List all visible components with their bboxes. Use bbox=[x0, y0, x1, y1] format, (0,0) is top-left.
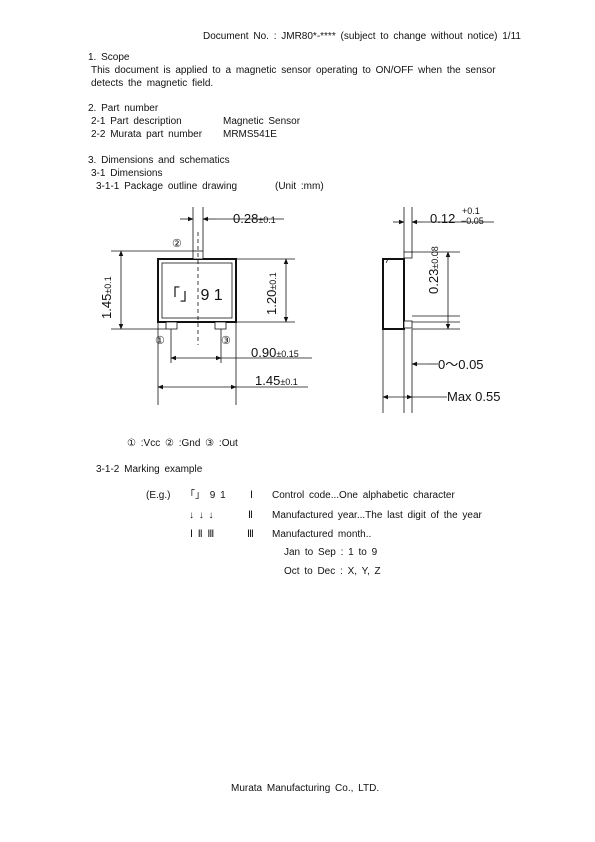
pin1-lead bbox=[165, 321, 178, 330]
pins-legend: ① :Vcc ② :Gnd ③ :Out bbox=[127, 438, 238, 449]
package-side-body bbox=[382, 258, 405, 330]
pin2-label: ② bbox=[172, 238, 182, 250]
marking-heading: 3-1-2 Marking example bbox=[96, 464, 203, 475]
dimensions-subheading: 3-1 Dimensions bbox=[91, 168, 163, 179]
dim-height-body: 1.20±0.1 bbox=[264, 272, 279, 315]
document-header: Document No. : JMR80*-**** (subject to c… bbox=[203, 31, 521, 42]
marking-romans: Ⅰ Ⅱ Ⅲ bbox=[190, 529, 215, 540]
dim-width: 1.45±0.1 bbox=[255, 373, 298, 388]
dimensions-heading: 3. Dimensions and schematics bbox=[88, 155, 230, 166]
unit-label: (Unit :mm) bbox=[275, 181, 324, 192]
marking-eg-label: (E.g.) bbox=[146, 490, 171, 501]
marking-item-text-2: Manufactured year...The last digit of th… bbox=[272, 510, 482, 521]
dim-lead-tol-plus: +0.1 bbox=[462, 206, 480, 216]
marking-item-num-3: Ⅲ bbox=[247, 529, 254, 540]
dim-pitch: 0.90±0.15 bbox=[251, 345, 299, 360]
package-marking: 「」 9 1 bbox=[164, 286, 223, 304]
scope-heading: 1. Scope bbox=[88, 52, 130, 63]
side-lead-bottom bbox=[403, 320, 413, 329]
dim-max-height: Max 0.55 bbox=[447, 389, 500, 404]
marking-item-num-1: Ⅰ bbox=[250, 490, 253, 501]
part-number-heading: 2. Part number bbox=[88, 103, 159, 114]
pin1-label: ① bbox=[155, 335, 165, 347]
scope-text-line2: detects the magnetic field. bbox=[91, 78, 214, 89]
part-description-label: 2-1 Part description bbox=[91, 116, 182, 127]
murata-part-number-label: 2-2 Murata part number bbox=[91, 129, 203, 140]
marking-item-text-3: Manufactured month.. bbox=[272, 529, 372, 540]
package-outline-title: 3-1-1 Package outline drawing bbox=[96, 181, 238, 192]
dim-lead-thickness: 0.12 bbox=[430, 211, 455, 226]
pin3-label: ③ bbox=[221, 335, 231, 347]
marking-item-text-1: Control code...One alphabetic character bbox=[272, 490, 455, 501]
dim-height-outer: 1.45±0.1 bbox=[99, 276, 114, 319]
marking-item-num-2: Ⅱ bbox=[248, 510, 253, 521]
marking-code: 「」 9 1 bbox=[185, 490, 226, 501]
dim-lead-tol-minus: −0.05 bbox=[461, 216, 484, 226]
dim-body-height: 0.23±0.08 bbox=[426, 246, 441, 294]
dim-top-lead: 0.28±0.1 bbox=[233, 211, 276, 226]
dim-standoff: 0〜0.05 bbox=[438, 357, 484, 372]
marking-month-row-2: Oct to Dec : X, Y, Z bbox=[284, 566, 381, 577]
murata-part-number-value: MRMS541E bbox=[223, 129, 277, 140]
footer-company: Murata Manufacturing Co., LTD. bbox=[231, 783, 380, 794]
marking-month-row-1: Jan to Sep : 1 to 9 bbox=[284, 547, 378, 558]
scope-text-line1: This document is applied to a magnetic s… bbox=[91, 65, 496, 76]
side-lead-top bbox=[403, 251, 413, 259]
pin3-lead bbox=[214, 321, 227, 330]
part-description-value: Magnetic Sensor bbox=[223, 116, 301, 127]
marking-arrows: ↓ ↓ ↓ bbox=[189, 510, 214, 521]
